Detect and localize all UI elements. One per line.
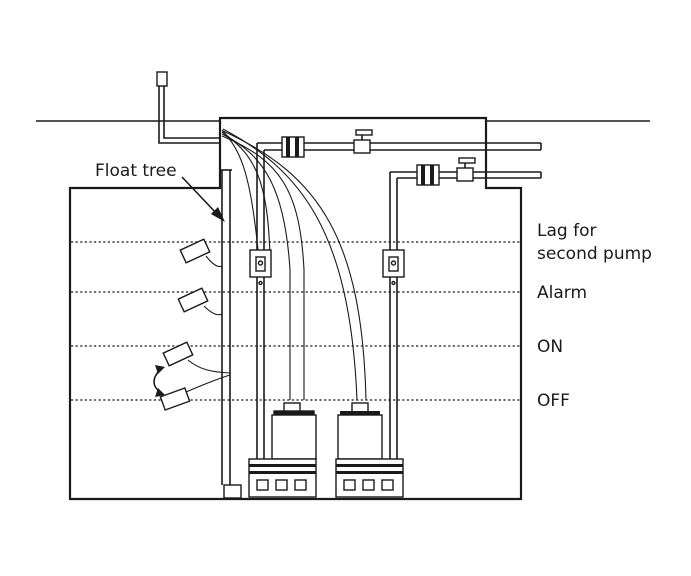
float-switch-on (162, 341, 231, 374)
ball-valve-icon (353, 129, 373, 154)
float-switch-alarm (177, 287, 223, 316)
float-tree-pole (220, 169, 242, 499)
junction-box-icon (156, 71, 220, 144)
union-fitting-icon (281, 136, 305, 158)
float-switch-off (159, 374, 231, 411)
float-range-arrow (153, 365, 165, 397)
label-off: OFF (537, 391, 570, 411)
level-lines (71, 241, 520, 401)
discharge-pipe-2 (389, 171, 542, 465)
label-lag-line1: Lag for (537, 221, 596, 241)
basin-outline (68, 116, 523, 501)
float-cables (221, 128, 367, 401)
submersible-pump-icon (335, 402, 404, 498)
float-tree-arrow (181, 176, 225, 222)
label-float-tree: Float tree (95, 161, 177, 181)
float-switch-lag (179, 238, 223, 268)
union-fitting-icon (416, 164, 440, 186)
label-lag-line2: second pump (537, 244, 652, 264)
check-valve-icon (382, 249, 405, 286)
label-on: ON (537, 337, 563, 357)
submersible-pump-icon (248, 402, 317, 498)
ball-valve-icon (456, 157, 476, 182)
check-valve-icon (249, 249, 272, 286)
label-alarm: Alarm (537, 283, 587, 303)
